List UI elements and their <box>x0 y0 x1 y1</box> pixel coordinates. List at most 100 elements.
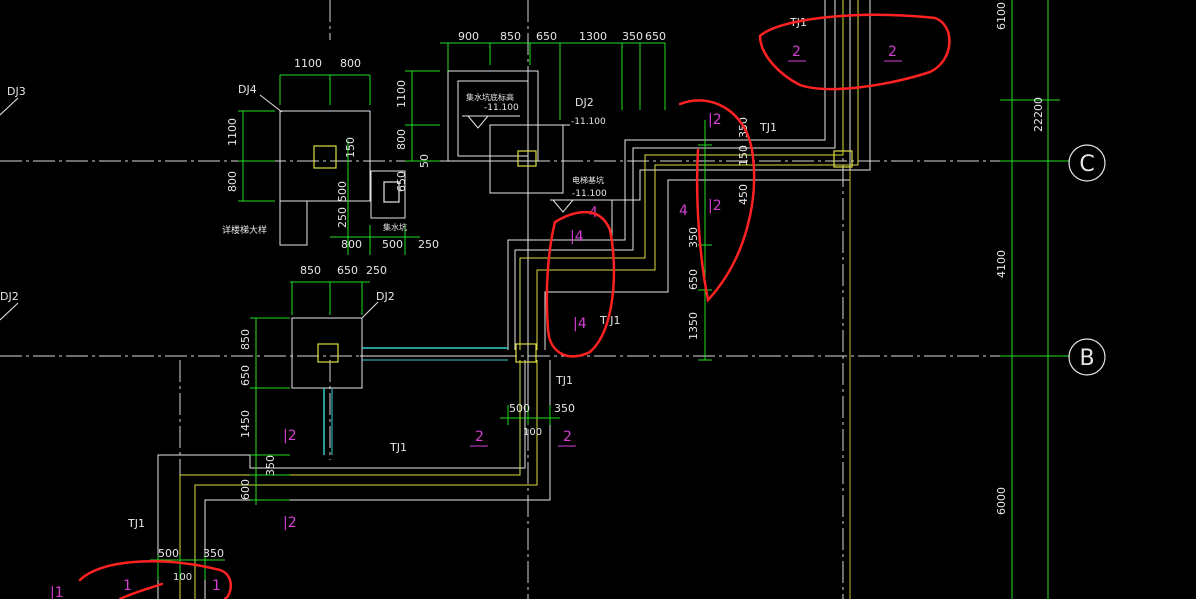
label-dj2-left: DJ2 <box>376 290 395 303</box>
dim-right-v150: 150 <box>737 145 750 166</box>
dim-dj2-v650: 650 <box>239 365 252 386</box>
pit-outer <box>447 70 539 162</box>
footings <box>157 0 871 599</box>
wall-g <box>204 360 551 599</box>
dim-far-4100: 4100 <box>995 250 1008 278</box>
columns <box>313 145 853 363</box>
marker-top-1: 2 <box>792 44 801 60</box>
marker-b1: 2 <box>475 429 484 445</box>
column-c2 <box>833 150 853 168</box>
dim-far-6100: 6100 <box>995 2 1008 30</box>
markup-circle-center <box>545 210 616 358</box>
lift-pit <box>489 124 564 194</box>
dim-right-v450: 450 <box>737 184 750 205</box>
pump-pit <box>370 170 406 219</box>
label-elev-pit: -11.100 <box>484 103 519 113</box>
dim-top-650a: 650 <box>536 30 557 43</box>
markup-circle-bottom-left <box>78 560 232 599</box>
dim-mid-500: 500 <box>509 402 530 415</box>
wall-a <box>507 0 826 350</box>
dim-dj4-v150: 150 <box>344 137 357 158</box>
label-pump-cn: 集水坑 <box>383 222 407 232</box>
dim-dj4-v1100: 1100 <box>226 118 239 146</box>
markup-stroke-bottom-left <box>118 582 164 599</box>
dim-dj2-v600: 600 <box>239 479 252 500</box>
dim-dj4-b500: 500 <box>382 238 403 251</box>
wall-d <box>544 0 851 350</box>
label-tj1-b: T J1 <box>599 314 620 327</box>
footing-dj2-left <box>291 317 363 389</box>
dim-dj4-1100: 1100 <box>294 57 322 70</box>
label-tj1-d: TJ1 <box>389 441 407 454</box>
dim-dj4-v50: 50 <box>418 154 431 168</box>
marker-c3: |4 <box>573 316 587 332</box>
dim-top-1300: 1300 <box>579 30 607 43</box>
dim-pit-v1100: 1100 <box>395 80 408 108</box>
footing-dj4 <box>279 110 371 202</box>
dim-mid-100: 100 <box>523 427 542 438</box>
wall-f <box>157 360 526 599</box>
wall-b <box>514 0 836 350</box>
markup-circle-right <box>678 99 756 303</box>
dim-dj4-v650: 650 <box>395 171 408 192</box>
dim-bl-500: 500 <box>158 547 179 560</box>
markup-circle-top <box>758 13 951 91</box>
wall-c <box>611 0 871 245</box>
column-pump <box>383 181 400 203</box>
label-tj1-e: TJ1 <box>127 517 145 530</box>
axis-bubble-c: C <box>1068 144 1106 182</box>
label-dj2-edge: DJ2 <box>0 290 19 303</box>
column-c1 <box>517 150 537 167</box>
dim-right-v1350: 1350 <box>687 312 700 340</box>
label-elev-dj2: -11.100 <box>571 117 606 127</box>
red-markup <box>78 13 951 599</box>
elevation-symbols <box>462 115 612 213</box>
axis-bubble-b: B <box>1068 338 1106 376</box>
dim-bl-100: 100 <box>173 572 192 583</box>
marker-top-2: 2 <box>888 44 897 60</box>
label-dj2-top: DJ2 <box>575 96 594 109</box>
marker-l1: |2 <box>283 428 297 444</box>
marker-r1: |2 <box>708 112 722 128</box>
axis-label-c: C <box>1079 152 1094 177</box>
dim-top-900: 900 <box>458 30 479 43</box>
marker-underlines <box>470 60 902 447</box>
label-stair-cn: 详楼梯大样 <box>222 224 267 236</box>
dim-dj2-250: 250 <box>366 264 387 277</box>
dim-far-6000: 6000 <box>995 487 1008 515</box>
marker-l2: |2 <box>283 515 297 531</box>
column-b1 <box>515 343 537 363</box>
dim-dj4-v800: 800 <box>226 171 239 192</box>
dim-dj4-b800: 800 <box>341 238 362 251</box>
dim-dj2-v850: 850 <box>239 329 252 350</box>
dim-right-v650: 650 <box>687 269 700 290</box>
dim-right-v350b: 350 <box>687 227 700 248</box>
marker-b2: 2 <box>563 429 572 445</box>
label-pit2-cn: 电梯基坑 <box>572 175 604 185</box>
label-tj1-a: TJ1 <box>759 121 777 134</box>
pit-inner <box>457 80 529 157</box>
dim-top-850: 850 <box>500 30 521 43</box>
label-pit1-cn: 集水坑底标高 <box>466 92 514 102</box>
dim-pit-v800: 800 <box>395 129 408 150</box>
marker-bl2: 1 <box>212 578 221 594</box>
dim-dj4-b250: 250 <box>418 238 439 251</box>
column-dj2 <box>317 343 339 363</box>
dim-dj2-650: 650 <box>337 264 358 277</box>
dimension-lines <box>150 42 712 580</box>
dim-dj4-v500: 500 <box>336 181 349 202</box>
dim-dj2-v350: 350 <box>264 455 277 476</box>
label-dj3: DJ3 <box>7 85 26 98</box>
far-right-dims <box>1000 0 1070 599</box>
marker-bl1: 1 <box>123 578 132 594</box>
stair-box <box>279 200 308 246</box>
label-elev-lift: -11.100 <box>572 189 607 199</box>
label-tj1-c: TJ1 <box>555 374 573 387</box>
axis-label-b: B <box>1079 346 1094 371</box>
cyan-lines <box>323 347 508 455</box>
marker-r2: 4 <box>679 203 688 219</box>
dim-far-22200: 22200 <box>1032 97 1045 132</box>
marker-bl3: |1 <box>50 585 64 599</box>
